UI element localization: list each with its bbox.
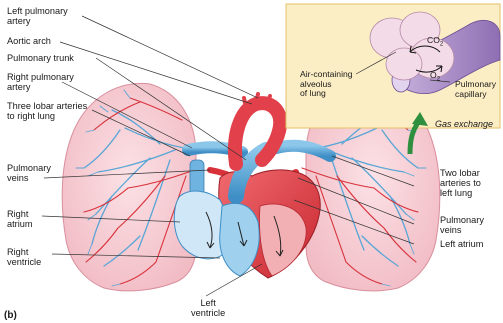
label-pulmonary-trunk: Pulmonary trunk bbox=[7, 53, 74, 63]
label-alveolus: Air-containing alveolus of lung bbox=[300, 70, 353, 99]
label-gas-exchange: Gas exchange bbox=[435, 119, 493, 129]
label-two-lobar-arteries: Two lobar arteries to left lung bbox=[440, 168, 481, 199]
label-right-atrium: Right atrium bbox=[7, 209, 33, 229]
panel-label: (b) bbox=[4, 311, 17, 321]
label-pulmonary-veins-left: Pulmonary veins bbox=[7, 163, 51, 183]
label-left-atrium: Left atrium bbox=[440, 239, 483, 249]
label-right-pulmonary-artery: Right pulmonary artery bbox=[7, 72, 74, 92]
label-right-ventricle: Right ventricle bbox=[7, 247, 41, 267]
label-three-lobar-arteries: Three lobar arteries to right lung bbox=[7, 101, 87, 121]
label-aortic-arch: Aortic arch bbox=[7, 36, 51, 46]
label-pulmonary-capillary: Pulmonary capillary bbox=[455, 80, 496, 99]
label-o2: O2 bbox=[430, 71, 440, 85]
label-left-pulmonary-artery: Left pulmonary artery bbox=[7, 6, 68, 26]
label-co2: CO2 bbox=[427, 36, 443, 50]
label-left-ventricle: Left ventricle bbox=[191, 298, 225, 318]
label-pulmonary-veins-right: Pulmonary veins bbox=[440, 215, 484, 235]
